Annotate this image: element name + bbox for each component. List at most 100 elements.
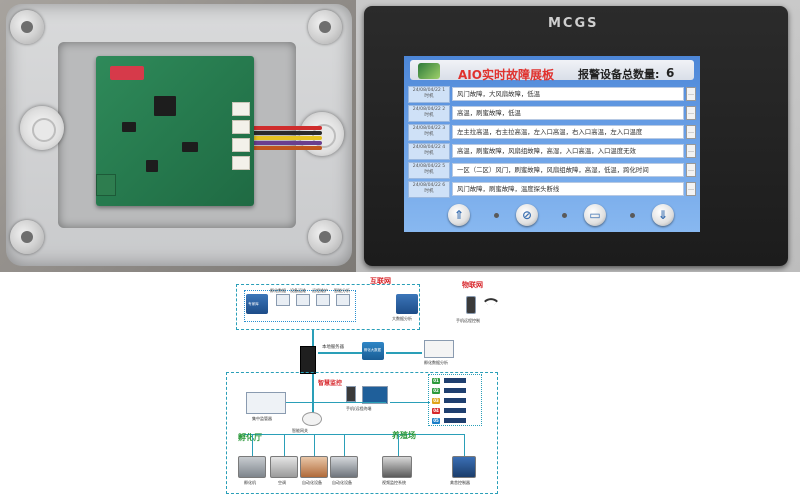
legend-bar xyxy=(444,408,466,413)
legend-bar xyxy=(444,388,466,393)
central-monitor-label: 集中监管器 xyxy=(252,416,272,421)
bigdata-server-icon xyxy=(396,294,418,314)
clear-button[interactable]: ⊘ xyxy=(516,204,538,226)
link-line xyxy=(252,434,254,456)
dip-switch xyxy=(110,66,144,80)
legend-bar xyxy=(444,398,466,403)
phone-terminal-icon xyxy=(346,386,356,402)
system-diagram: 互联网 专家库 孵化数据 设备运维 远程维护 智能分析 大数据分析 物联网 手机… xyxy=(0,272,800,500)
legend-chip: 02 xyxy=(432,388,440,394)
top-item-label: 设备运维 xyxy=(290,288,306,293)
wire-orange xyxy=(232,146,322,150)
central-monitor-icon xyxy=(246,392,286,414)
alarm-row-time: 24/08/04/22 3时机 xyxy=(408,124,450,141)
link-line xyxy=(398,434,400,456)
alarm-row-more-button[interactable]: … xyxy=(686,87,696,101)
terminal-block xyxy=(96,174,116,196)
alarm-row-more-button[interactable]: … xyxy=(686,144,696,158)
mobile-control-label: 手机远程控制 xyxy=(456,318,480,323)
alarm-row[interactable]: 24/08/04/22 1时机 风门故障，大风扇故障，低温 … xyxy=(406,86,698,103)
aircon-thumb xyxy=(270,456,298,478)
alarm-row-message: 左主拉高温，右主拉高温，左入口高温，右入口高温，左入口温度 xyxy=(452,125,684,139)
farm-label: 养殖场 xyxy=(392,431,416,440)
top-device-4 xyxy=(336,294,350,306)
alarm-row-more-button[interactable]: … xyxy=(686,163,696,177)
hmi-title: AIO实时故障展板 xyxy=(458,68,554,82)
legend-chip: 03 xyxy=(432,398,440,404)
pc-terminal-icon xyxy=(362,386,388,404)
legend-chip: 05 xyxy=(432,418,440,424)
wire-purple xyxy=(232,141,322,145)
phone-pc-label: 手机/远程终端 xyxy=(346,406,372,411)
connector-3 xyxy=(232,138,250,152)
local-network-region xyxy=(226,372,498,494)
automation-thumb-1 xyxy=(300,456,328,478)
internet-region xyxy=(236,284,420,330)
farm-item-label: 禽舍控制器 xyxy=(450,480,470,485)
page-button[interactable]: ▭ xyxy=(584,204,606,226)
top-device-3 xyxy=(316,294,330,306)
wire-yellow xyxy=(232,136,322,140)
screw-boss-bottom-left xyxy=(10,220,44,254)
connector-1 xyxy=(232,102,250,116)
bottom-item-label: 自动化设备 xyxy=(332,480,352,485)
bottom-item-label: 孵化机 xyxy=(244,480,256,485)
alarm-row[interactable]: 24/08/04/22 4时机 高温，刷蜜故障，风扇组故障，高湿，入口高温，入口… xyxy=(406,143,698,160)
link-line xyxy=(284,434,286,456)
link-line xyxy=(390,402,430,404)
hatchery-label: 孵化厅 xyxy=(238,433,262,442)
internet-label: 互联网 xyxy=(370,277,391,285)
top-item-label: 远程维护 xyxy=(312,288,328,293)
top-item-label: 孵化数据 xyxy=(270,288,286,293)
alarm-row[interactable]: 24/08/04/22 5时机 一区（二区）风门，刷蜜故障，风扇组故障，高湿，低… xyxy=(406,162,698,179)
expert-db-label: 专家库 xyxy=(248,302,259,306)
circuit-board xyxy=(96,56,254,206)
screw-boss-top-left xyxy=(10,10,44,44)
top-device-2 xyxy=(296,294,310,306)
hmi-photo: MCGS AIO实时故障展板 报警设备总数量: 6 24/08/04/22 1时… xyxy=(356,0,800,272)
phone-icon xyxy=(466,296,476,314)
hmi-bezel: MCGS AIO实时故障展板 报警设备总数量: 6 24/08/04/22 1时… xyxy=(364,6,788,266)
hmi-logo-icon xyxy=(418,63,440,79)
wire-red xyxy=(232,126,322,130)
legend-bar xyxy=(444,378,466,383)
scroll-down-button[interactable]: ⇓ xyxy=(652,204,674,226)
connector-4 xyxy=(232,156,250,170)
alarm-row-time: 24/08/04/22 5时机 xyxy=(408,162,450,179)
bigdata-label: 大数据分析 xyxy=(392,316,412,321)
link-line xyxy=(464,434,466,456)
hmi-screen: AIO实时故障展板 报警设备总数量: 6 24/08/04/22 1时机 风门故… xyxy=(404,56,700,232)
alarm-row-time: 24/08/04/22 6时机 xyxy=(408,181,450,198)
alarm-row-message: 风门故障，大风扇故障，低温 xyxy=(452,87,684,101)
alarm-row-more-button[interactable]: … xyxy=(686,106,696,120)
alarm-row-message: 风门故障，刷蜜故障，温度探头断线 xyxy=(452,182,684,196)
screw-boss-bottom-right xyxy=(308,220,342,254)
link-line xyxy=(318,352,362,354)
bottom-item-label: 自动化设备 xyxy=(302,480,322,485)
alarm-row[interactable]: 24/08/04/22 3时机 左主拉高温，右主拉高温，左入口高温，右入口高温，… xyxy=(406,124,698,141)
wire-black xyxy=(232,131,322,135)
link-line xyxy=(344,434,346,456)
separator-dot xyxy=(494,213,499,218)
alarm-row-message: 高温，刷蜜故障，低温 xyxy=(452,106,684,120)
alarm-row-more-button[interactable]: … xyxy=(686,125,696,139)
chip-small-1 xyxy=(122,122,136,132)
separator-dot xyxy=(630,213,635,218)
legend-chip: 01 xyxy=(432,378,440,384)
bottom-item-label: 空调 xyxy=(278,480,286,485)
legend-chip: 04 xyxy=(432,408,440,414)
expert-db-icon xyxy=(246,294,268,314)
link-line xyxy=(386,352,422,354)
gateway-label: 智能网关 xyxy=(292,428,308,433)
local-server-label: 本地服务器 xyxy=(322,345,344,350)
alarm-row[interactable]: 24/08/04/22 6时机 风门故障，刷蜜故障，温度探头断线 … xyxy=(406,181,698,198)
analysis-monitor-icon xyxy=(424,340,454,358)
scroll-up-button[interactable]: ⇑ xyxy=(448,204,470,226)
analysis-label: 孵化数据分析 xyxy=(424,360,448,365)
alarm-row-more-button[interactable]: … xyxy=(686,182,696,196)
link-line xyxy=(312,374,314,418)
gateway-icon xyxy=(302,412,322,426)
alarm-row-time: 24/08/04/22 2时机 xyxy=(408,105,450,122)
alarm-row[interactable]: 24/08/04/22 2时机 高温，刷蜜故障，低温 … xyxy=(406,105,698,122)
